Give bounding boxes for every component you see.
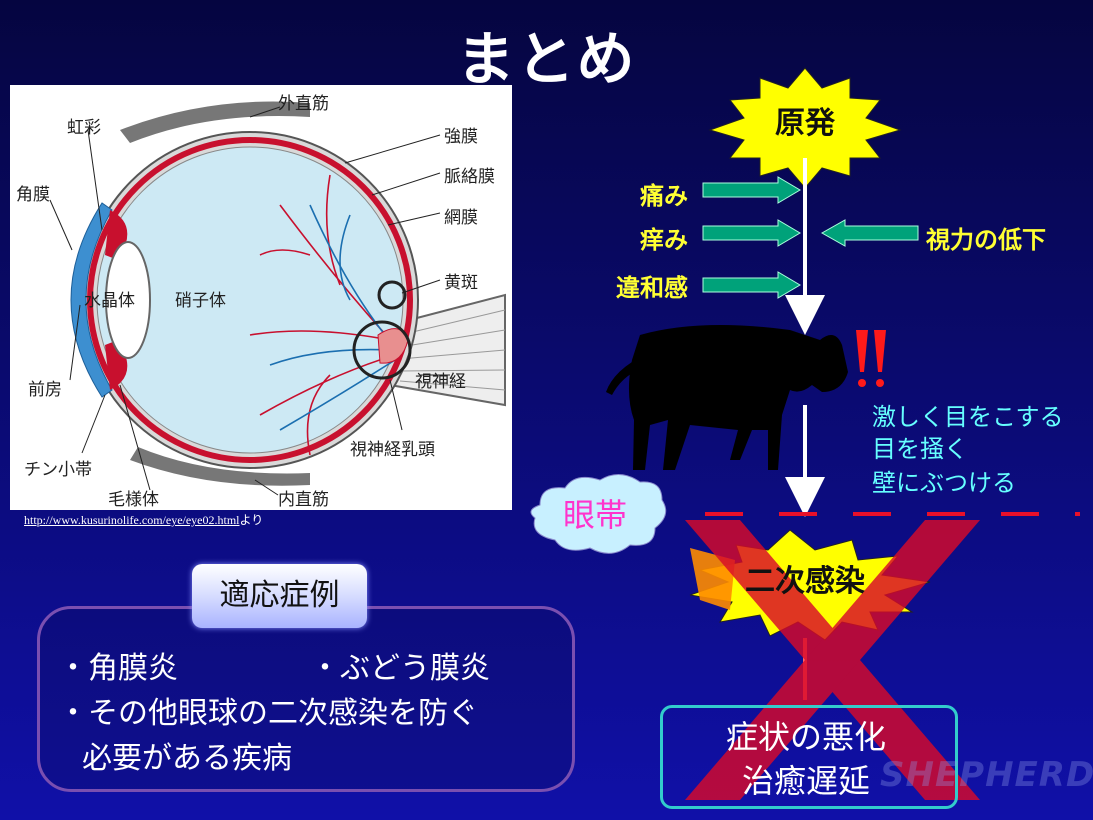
label-lateral-rectus: 外直筋 — [278, 94, 329, 114]
label-lens: 水晶体 — [84, 291, 135, 311]
label-zonule: チン小帯 — [24, 460, 92, 480]
exclaim-marks — [856, 330, 886, 387]
big-red-cross — [685, 520, 980, 800]
indications-title: 適応症例 — [192, 564, 367, 628]
label-medial-rectus: 内直筋 — [278, 490, 329, 510]
cow-silhouette — [606, 325, 848, 470]
indication-item-other-cont: 必要がある疾病 — [82, 741, 292, 776]
label-ciliary-body: 毛様体 — [108, 490, 159, 510]
cause-pain: 痛み — [640, 182, 688, 210]
source-suffix: より — [239, 513, 264, 527]
indication-item-uveitis: ・ぶどう膜炎 — [310, 651, 490, 686]
eye-diagram-svg — [49, 101, 506, 496]
indication-item-keratitis: ・角膜炎 — [58, 651, 178, 686]
label-cornea: 角膜 — [16, 185, 50, 205]
secondary-infection-label: 二次感染 — [745, 564, 865, 599]
eyeband-cloud — [530, 474, 667, 554]
eye-diagram-panel: 外直筋 虹彩 強膜 脈絡膜 角膜 網膜 水晶体 硝子体 黄斑 前房 視神経 視神… — [10, 85, 512, 510]
vision-loss-label: 視力の低下 — [926, 226, 1046, 254]
arrow-itch — [702, 219, 801, 247]
origin-label: 原発 — [775, 106, 835, 141]
label-anterior-chamber: 前房 — [28, 380, 62, 400]
arrow-vision-loss — [820, 219, 919, 247]
outcome-delayed-healing: 治癒遅延 — [741, 762, 870, 800]
cause-discomfort: 違和感 — [616, 274, 688, 302]
behavior-bump: 壁にぶつける — [872, 469, 1016, 497]
label-vitreous: 硝子体 — [175, 291, 226, 311]
label-optic-disc: 視神経乳頭 — [350, 440, 435, 460]
eyeband-label: 眼帯 — [562, 496, 627, 534]
label-sclera: 強膜 — [444, 127, 478, 147]
source-link[interactable]: http://www.kusurinolife.com/eye/eye02.ht… — [24, 513, 240, 527]
outcome-box — [660, 705, 958, 809]
indications-box — [37, 606, 575, 792]
indication-item-other: ・その他眼球の二次感染を防ぐ — [58, 696, 478, 731]
behavior-scratch: 目を掻く — [872, 435, 968, 463]
source-citation: http://www.kusurinolife.com/eye/eye02.ht… — [24, 511, 263, 528]
arrow-pain — [702, 176, 801, 204]
label-choroid: 脈絡膜 — [444, 167, 495, 187]
arrow-discomfort — [702, 271, 801, 299]
label-retina: 網膜 — [444, 208, 478, 228]
label-macula: 黄斑 — [444, 273, 478, 293]
outcome-worsening: 症状の悪化 — [725, 718, 886, 756]
label-optic-nerve: 視神経 — [415, 372, 466, 392]
page-title: まとめ — [456, 25, 637, 93]
behavior-rub: 激しく目をこする — [872, 403, 1064, 431]
cause-itch: 痒み — [640, 226, 688, 254]
watermark-logo: SHEPHERD — [880, 755, 1093, 795]
label-iris: 虹彩 — [67, 118, 101, 138]
